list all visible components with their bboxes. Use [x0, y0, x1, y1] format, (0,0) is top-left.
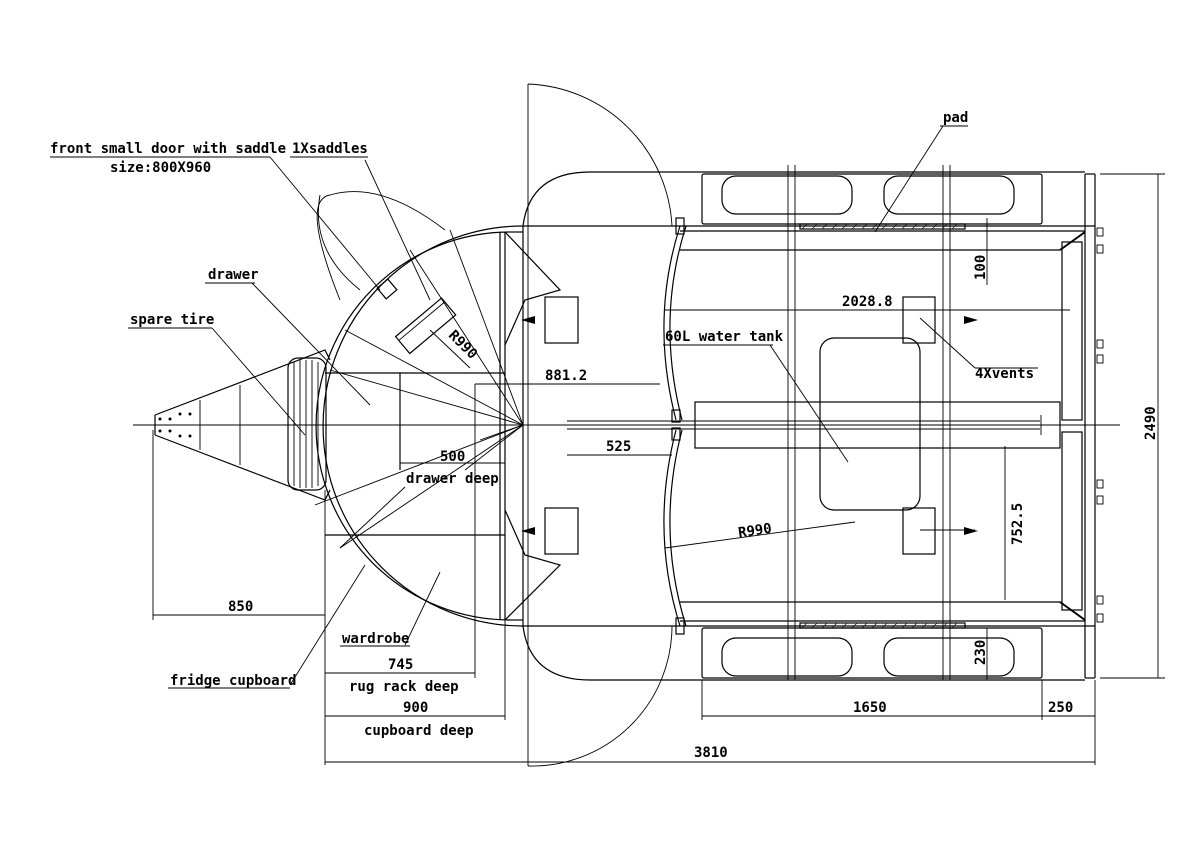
label-fridge-cupboard: fridge cupboard [170, 673, 296, 689]
label-wardrobe: wardrobe [342, 631, 409, 647]
chassis [694, 165, 1104, 680]
label-drawer-deep: drawer deep [406, 471, 499, 487]
water-tank [819, 337, 921, 511]
dim-881-2: 881.2 [545, 368, 587, 384]
vents [544, 296, 936, 555]
dim-752-5: 752.5 [1010, 503, 1026, 545]
label-drawer: drawer [208, 267, 259, 283]
dimension-lines [152, 125, 1165, 765]
dim-745: 745 [388, 657, 413, 673]
label-rug-rack-deep: rug rack deep [349, 679, 459, 695]
dim-r990-front: R990 [445, 327, 480, 362]
dim-r990-door: R990 [737, 521, 773, 542]
dim-230: 230 [973, 640, 989, 665]
front-rounded-box [314, 191, 562, 627]
dim-900: 900 [403, 700, 428, 716]
label-front-door: front small door with saddle [50, 141, 286, 157]
dim-500: 500 [440, 449, 465, 465]
dim-100: 100 [973, 255, 989, 280]
dim-3810: 3810 [694, 745, 728, 761]
label-spare-tire: spare tire [130, 312, 214, 328]
label-pad: pad [943, 110, 968, 126]
middle-doors [663, 217, 687, 635]
dim-850: 850 [228, 599, 253, 615]
dim-2490: 2490 [1143, 406, 1159, 440]
dim-2028-8: 2028.8 [842, 294, 893, 310]
dim-525: 525 [606, 439, 631, 455]
label-saddles: 1Xsaddles [292, 141, 368, 157]
wheel-arches [701, 173, 1043, 679]
callout-labels: front small door with saddle size:800X96… [50, 110, 1034, 739]
trailer-body [522, 171, 1096, 681]
dim-250: 250 [1048, 700, 1073, 716]
label-vents: 4Xvents [975, 366, 1034, 382]
arrowheads [521, 316, 978, 535]
label-front-door-size: size:800X960 [110, 160, 211, 176]
label-cupboard-deep: cupboard deep [364, 723, 474, 739]
label-water-tank: 60L water tank [665, 329, 784, 345]
dim-1650: 1650 [853, 700, 887, 716]
spare-tire-icon [287, 357, 327, 491]
